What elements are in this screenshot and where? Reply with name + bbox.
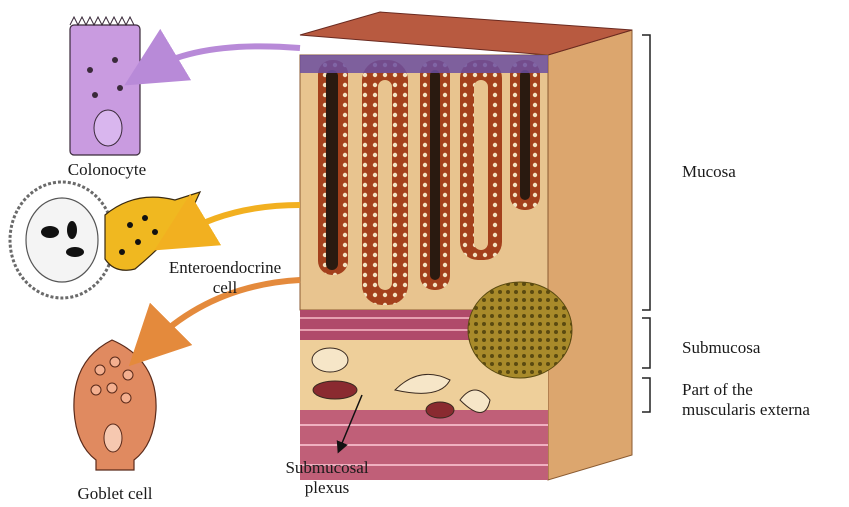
colonocyte-label: Colonocyte [52, 160, 162, 180]
block-side-face [548, 30, 632, 480]
muscularis-label-line2: muscularis externa [682, 400, 810, 420]
enteroendocrine-arrow [180, 205, 300, 235]
enteroendocrine-label: Enteroendocrine cell [140, 258, 310, 298]
enteroendocrine-label-line2: cell [140, 278, 310, 298]
enteroendocrine-label-line1: Enteroendocrine [140, 258, 310, 278]
surface-epithelium [300, 55, 548, 73]
goblet-label-text: Goblet cell [77, 484, 152, 503]
lymphoid-nodule [468, 282, 572, 378]
colonocyte-illustration [70, 17, 140, 155]
submucosa-label: Submucosa [682, 338, 760, 358]
submucosa-label-text: Submucosa [682, 338, 760, 357]
tissue-block [300, 12, 632, 480]
goblet-illustration [74, 340, 156, 470]
submucosal-plexus-label: Submucosal plexus [262, 458, 392, 498]
muscularis-bracket [642, 378, 650, 412]
colonocyte-arrow [150, 46, 300, 70]
mucosa-label: Mucosa [682, 162, 736, 182]
goblet-label: Goblet cell [55, 484, 175, 504]
muscularis-label-line1: Part of the [682, 380, 810, 400]
submucosa-bracket [642, 318, 650, 368]
submucosal-plexus-line1: Submucosal [262, 458, 392, 478]
muscularis-label: Part of the muscularis externa [682, 380, 810, 420]
submucosal-plexus-line2: plexus [262, 478, 392, 498]
mucosa-label-text: Mucosa [682, 162, 736, 181]
mucosa-bracket [642, 35, 650, 310]
colonocyte-label-text: Colonocyte [68, 160, 146, 179]
